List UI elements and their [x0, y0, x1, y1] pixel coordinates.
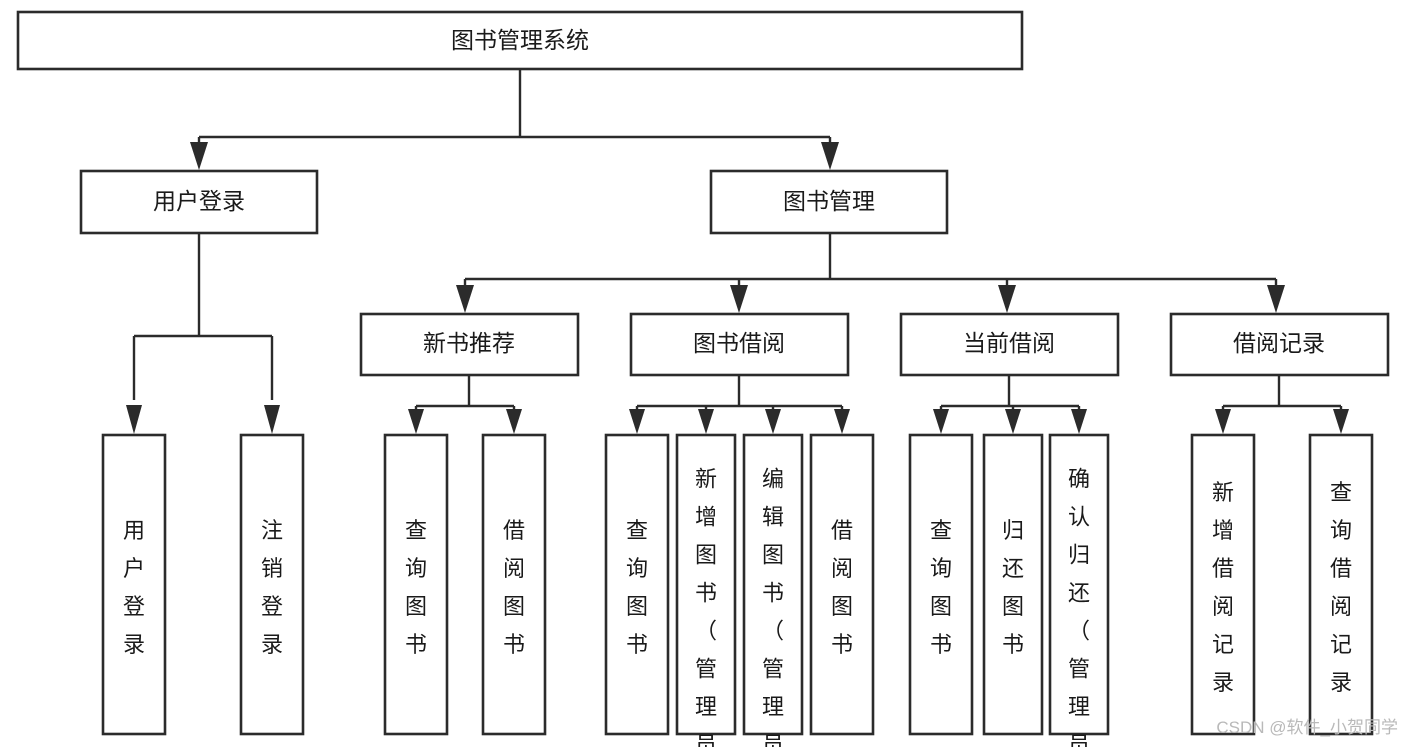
node-user-login-box[interactable] [79, 169, 319, 235]
node-leaf-confirm-return-box[interactable] [1048, 433, 1110, 736]
node-leaf-edit-book-admin-label: 编辑图书（管理员） [762, 467, 784, 747]
arrowhead-leaf-query-book-2 [629, 409, 645, 434]
node-leaf-query-book-1-label: 查询图书 [405, 518, 427, 657]
arrowhead-new-book-recommend [456, 285, 474, 313]
arrowhead-leaf-borrow-book-2 [834, 409, 850, 434]
connector-group-root [190, 69, 839, 170]
node-leaf-user-login-label: 用户登录 [123, 518, 145, 657]
node-leaf-add-borrow-record-box[interactable] [1190, 433, 1256, 736]
arrowhead-leaf-confirm-return [1071, 409, 1087, 434]
connector-group-book-borrow [629, 375, 850, 434]
node-leaf-query-book-1[interactable]: 查询图书 [383, 433, 449, 736]
arrowhead-user-login [190, 142, 208, 170]
node-new-book-recommend-box[interactable] [359, 312, 580, 377]
node-leaf-confirm-return-label: 确认归还（管理员） [1068, 467, 1090, 747]
node-book-borrow[interactable]: 图书借阅 [629, 312, 850, 377]
connector-group-book-management [456, 233, 1285, 313]
node-new-book-recommend-label: 新书推荐 [423, 330, 515, 356]
node-book-borrow-box[interactable] [629, 312, 850, 377]
node-borrow-record[interactable]: 借阅记录 [1169, 312, 1390, 377]
node-leaf-borrow-book-1-box[interactable] [481, 433, 547, 736]
node-leaf-query-book-1-box[interactable] [383, 433, 449, 736]
node-leaf-logout-login-box[interactable] [239, 433, 305, 736]
node-leaf-query-borrow-record-label: 查询借阅记录 [1330, 480, 1352, 695]
node-leaf-borrow-book-1[interactable]: 借阅图书 [481, 433, 547, 736]
csdn-watermark: CSDN @软件_小贺同学 [1216, 718, 1398, 737]
node-book-management-label: 图书管理 [783, 188, 875, 214]
node-leaf-add-borrow-record[interactable]: 新增借阅记录 [1190, 433, 1256, 736]
node-leaf-confirm-return[interactable]: 确认归还（管理员） [1048, 433, 1110, 747]
arrowhead-leaf-return-book [1005, 409, 1021, 434]
node-root[interactable]: 图书管理系统 [16, 10, 1024, 71]
arrowhead-book-borrow [730, 285, 748, 313]
node-leaf-edit-book-admin-box[interactable] [742, 433, 804, 736]
leaf-node-layer: 用户登录 注销登录 查询图书 借阅图书 查询图书 新增图书（管理员） 编辑图书（管理员） 借阅… [101, 433, 1374, 747]
arrowhead-leaf-query-book-1 [408, 409, 424, 434]
node-leaf-add-book-admin[interactable]: 新增图书（管理员） [675, 433, 737, 747]
node-borrow-record-label: 借阅记录 [1233, 330, 1325, 356]
node-leaf-query-book-2-label: 查询图书 [626, 518, 648, 657]
arrowhead-borrow-record [1267, 285, 1285, 313]
node-leaf-query-book-2[interactable]: 查询图书 [604, 433, 670, 736]
arrowhead-current-borrow [998, 285, 1016, 313]
node-current-borrow[interactable]: 当前借阅 [899, 312, 1120, 377]
node-leaf-query-borrow-record[interactable]: 查询借阅记录 [1308, 433, 1374, 736]
arrowhead-book-management [821, 142, 839, 170]
node-leaf-return-book-label: 归还图书 [1002, 518, 1024, 657]
node-leaf-logout-login[interactable]: 注销登录 [239, 433, 305, 736]
node-leaf-query-book-2-box[interactable] [604, 433, 670, 736]
node-leaf-borrow-book-1-label: 借阅图书 [503, 518, 525, 657]
arrowhead-leaf-add-borrow-record [1215, 409, 1231, 434]
node-leaf-query-borrow-record-box[interactable] [1308, 433, 1374, 736]
node-leaf-query-book-3[interactable]: 查询图书 [908, 433, 974, 736]
node-leaf-borrow-book-2-box[interactable] [809, 433, 875, 736]
node-borrow-record-box[interactable] [1169, 312, 1390, 377]
connector-group-new-book-recommend [408, 375, 522, 434]
connector-group-borrow-record [1215, 375, 1349, 434]
node-leaf-add-book-admin-box[interactable] [675, 433, 737, 736]
node-leaf-query-book-3-box[interactable] [908, 433, 974, 736]
node-leaf-return-book[interactable]: 归还图书 [982, 433, 1044, 736]
node-book-management-box[interactable] [709, 169, 949, 235]
node-user-login-label: 用户登录 [153, 188, 245, 214]
arrowhead-leaf-query-book-3 [933, 409, 949, 434]
node-book-borrow-label: 图书借阅 [693, 330, 785, 356]
node-leaf-borrow-book-2[interactable]: 借阅图书 [809, 433, 875, 736]
node-user-login[interactable]: 用户登录 [79, 169, 319, 235]
node-leaf-add-book-admin-label: 新增图书（管理员） [695, 467, 717, 747]
node-leaf-query-book-3-label: 查询图书 [930, 518, 952, 657]
node-new-book-recommend[interactable]: 新书推荐 [359, 312, 580, 377]
arrowhead-leaf-logout-login [264, 405, 280, 434]
arrowhead-leaf-user-login [126, 405, 142, 434]
node-book-management[interactable]: 图书管理 [709, 169, 949, 235]
node-root-label: 图书管理系统 [451, 27, 589, 53]
arrowhead-leaf-edit-book-admin [765, 409, 781, 434]
connector-group-current-borrow [933, 375, 1087, 434]
node-leaf-borrow-book-2-label: 借阅图书 [831, 518, 853, 657]
arrowhead-leaf-borrow-book-1 [506, 409, 522, 434]
node-leaf-return-book-box[interactable] [982, 433, 1044, 736]
node-current-borrow-label: 当前借阅 [963, 330, 1055, 356]
node-root-box[interactable] [16, 10, 1024, 71]
node-leaf-user-login-box[interactable] [101, 433, 167, 736]
connector-group-user-login [126, 233, 280, 434]
arrowhead-leaf-query-borrow-record [1333, 409, 1349, 434]
node-leaf-user-login[interactable]: 用户登录 [101, 433, 167, 736]
node-leaf-edit-book-admin[interactable]: 编辑图书（管理员） [742, 433, 804, 747]
arrowhead-leaf-add-book-admin [698, 409, 714, 434]
node-leaf-add-borrow-record-label: 新增借阅记录 [1212, 480, 1234, 695]
node-leaf-logout-login-label: 注销登录 [261, 518, 283, 657]
node-current-borrow-box[interactable] [899, 312, 1120, 377]
